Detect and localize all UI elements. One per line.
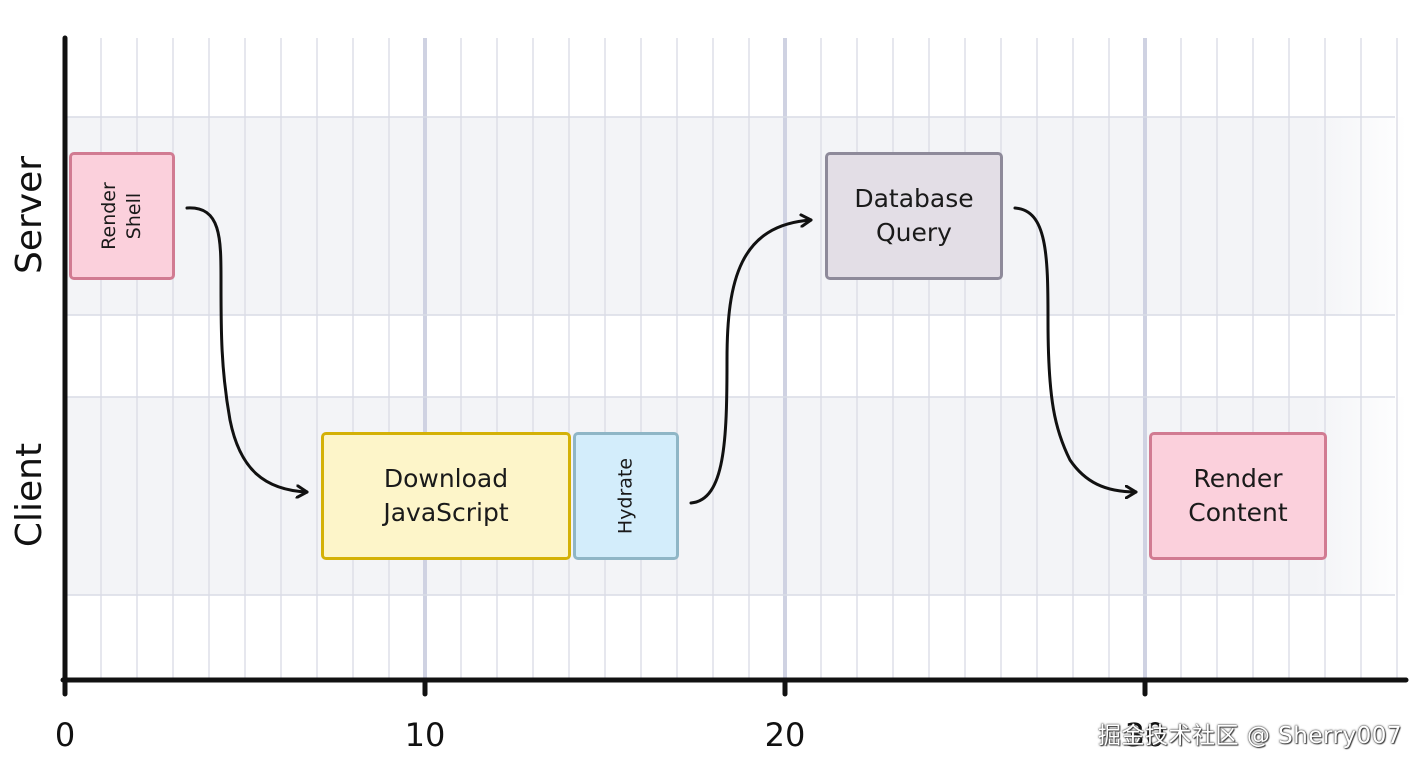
task-hydrate: Hydrate <box>573 432 679 560</box>
task-render-content: Render Content <box>1149 432 1327 560</box>
task-label: Database Query <box>854 184 974 247</box>
server-lane-label: Server <box>9 155 50 275</box>
server-lane-band <box>67 117 1407 315</box>
task-render-shell: Render Shell <box>69 152 175 280</box>
task-label: Render Shell <box>98 182 145 250</box>
task-label: Download JavaScript <box>383 464 509 527</box>
watermark: 掘金技术社区 @ Sherry007 <box>1098 723 1402 749</box>
axis-tick-label: 30 <box>1124 716 1166 754</box>
axis-tick-label: 0 <box>54 716 76 754</box>
task-database-query: Database Query <box>825 152 1003 280</box>
task-label: Hydrate <box>614 457 637 535</box>
task-label: Render Content <box>1188 464 1288 527</box>
connector-database-to-render-content <box>1013 206 1138 492</box>
axis-tick-label: 20 <box>764 716 806 754</box>
connector-render-shell-to-download <box>185 206 309 492</box>
connector-hydrate-to-database <box>689 220 813 505</box>
axis-tick-label: 10 <box>404 716 446 754</box>
task-download-javascript: Download JavaScript <box>321 432 571 560</box>
client-lane-label: Client <box>9 442 50 548</box>
